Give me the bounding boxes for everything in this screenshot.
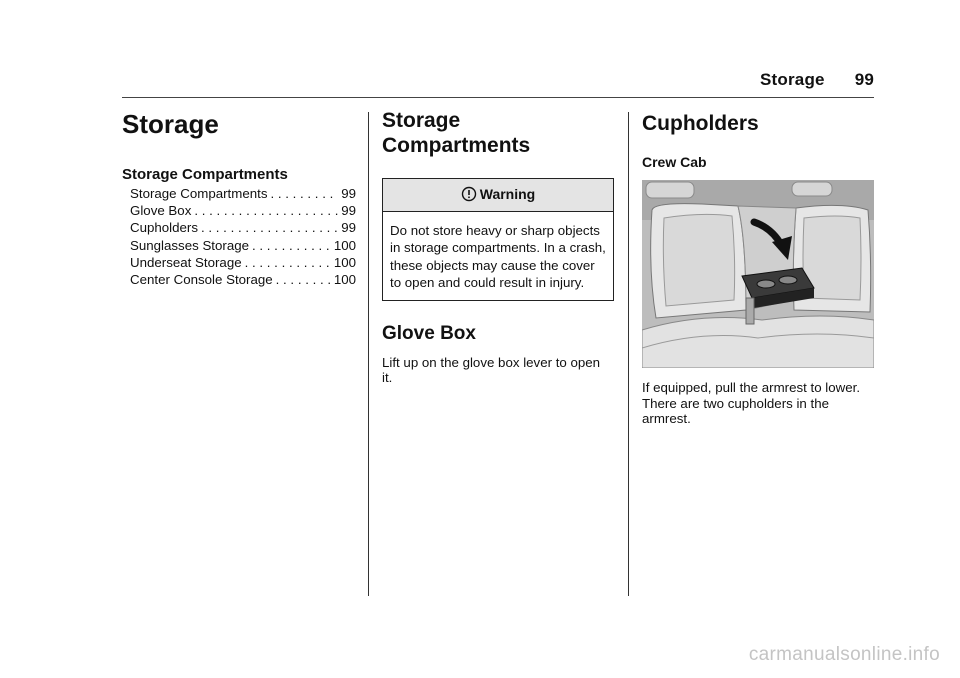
toc-heading: Storage Compartments [122,166,288,183]
header-divider [122,97,874,98]
toc-item-cupholders[interactable]: Cupholders99 [130,219,356,236]
toc-item-sunglasses-storage[interactable]: Sunglasses Storage100 [130,237,356,254]
header-section-title: Storage [759,70,825,89]
toc-item-center-console-storage[interactable]: Center Console Storage100 [130,271,356,288]
warning-label: Warning [479,186,536,202]
chapter-title: Storage [122,109,219,139]
toc-item-glove-box[interactable]: Glove Box99 [130,202,356,219]
warning-header: Warning [383,179,613,212]
section-title: Storage Compartments [382,109,531,157]
watermark: carmanualsonline.info [748,644,940,665]
warning-box: Warning Do not store heavy or sharp obje… [382,178,614,301]
toc-list: Storage Compartments99 Glove Box99 Cupho… [130,185,356,288]
glove-box-text: Lift up on the glove box lever to open i… [382,354,601,386]
warning-icon [461,186,477,205]
crew-cab-title: Crew Cab [642,154,707,170]
column-divider-1 [368,112,369,596]
middle-column: Storage Compartments Warning Do not stor… [382,108,614,386]
cupholders-title: Cupholders [642,112,759,135]
warning-text: Do not store heavy or sharp objects in s… [390,223,606,291]
page-number: 99 [854,70,874,89]
column-divider-2 [628,112,629,596]
rear-seat-armrest-illustration [642,180,874,368]
cupholders-text: If equipped, pull the armrest to lower. … [642,380,861,426]
toc-item-underseat-storage[interactable]: Underseat Storage100 [130,254,356,271]
right-column: Cupholders Crew Cab If equipped, pull th… [642,108,874,427]
toc-item-storage-compartments[interactable]: Storage Compartments99 [130,185,356,202]
page-header: Storage 99 [760,70,874,90]
glove-box-title: Glove Box [382,322,476,344]
left-column: Storage Storage Compartments Storage Com… [122,108,356,288]
